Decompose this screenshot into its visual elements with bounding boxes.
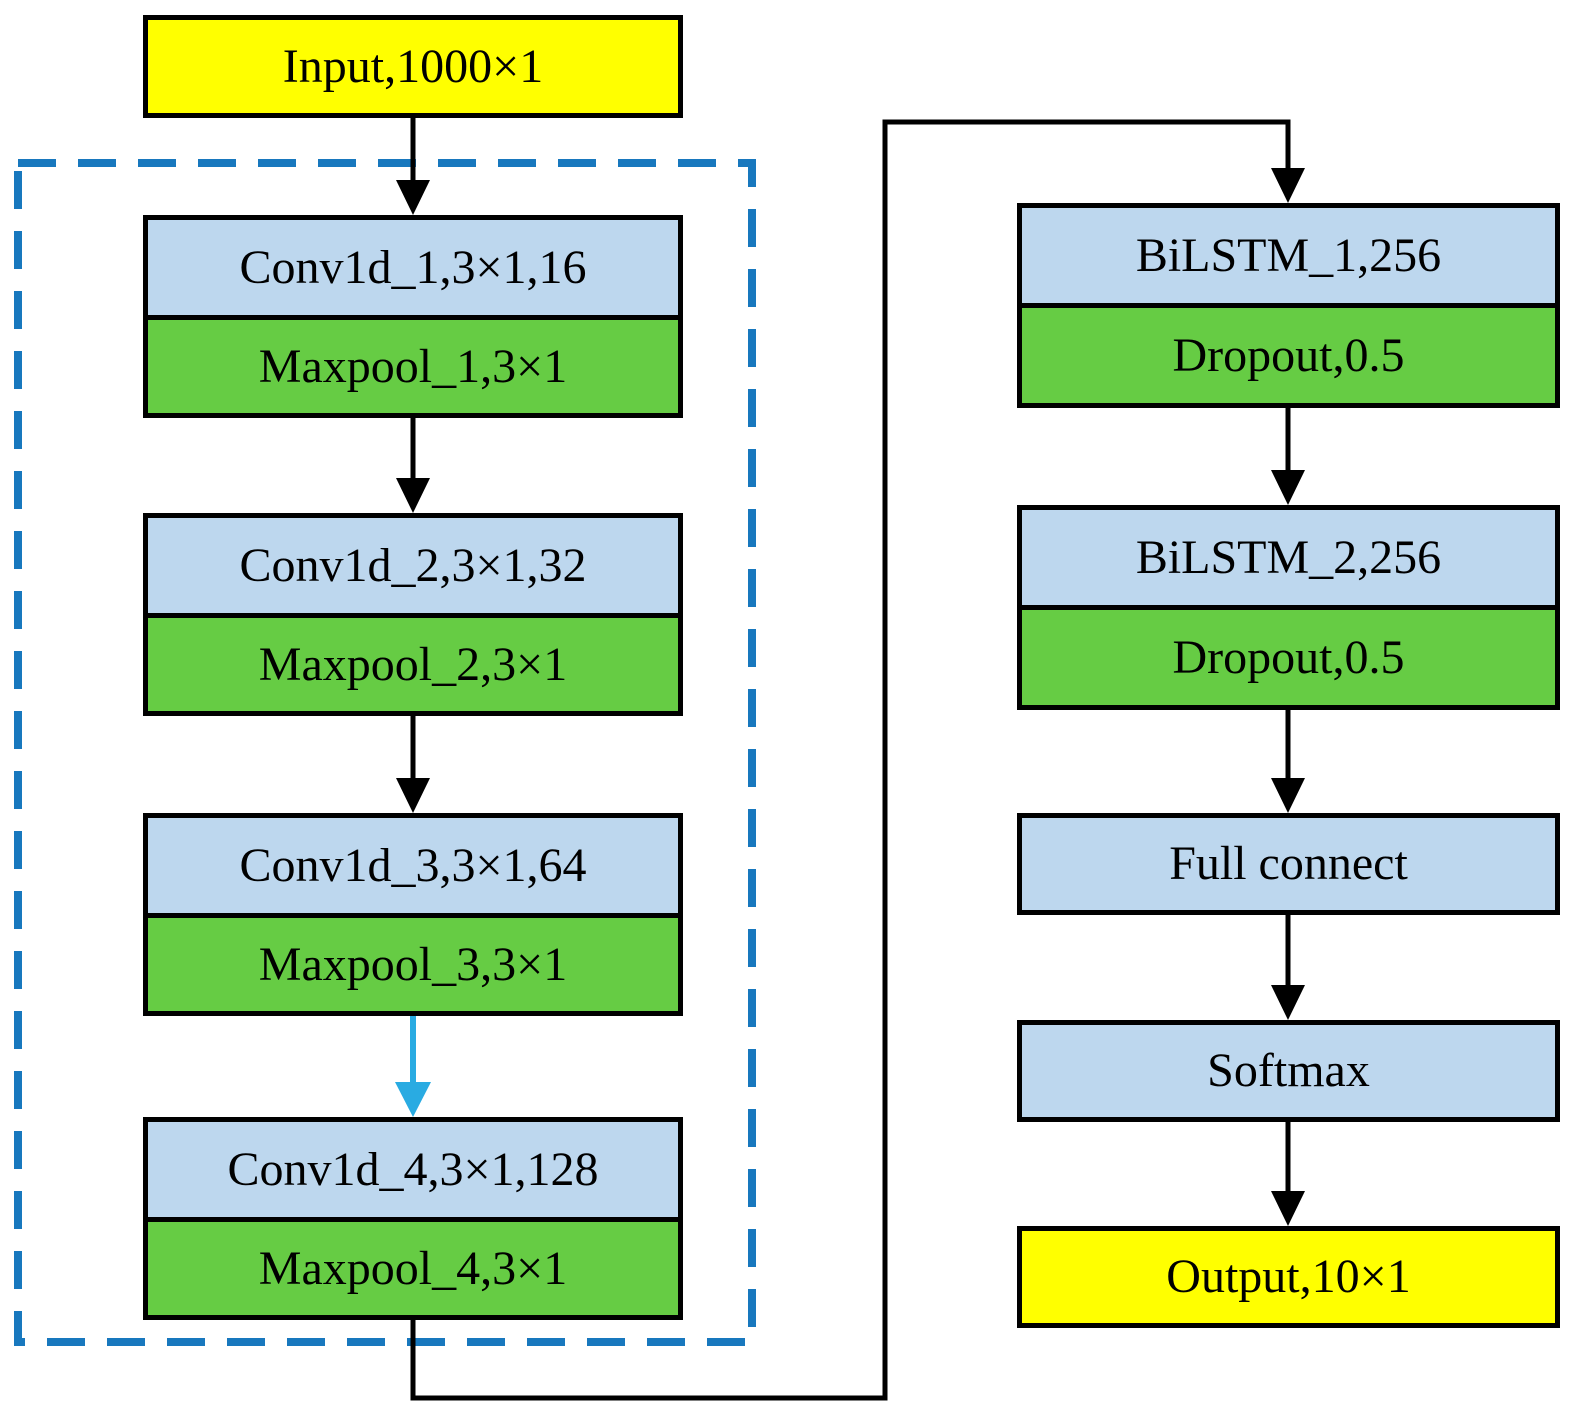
arrow-dropout2-to-fullconnect [1271,708,1305,813]
bilstm2-box: BiLSTM_2,256 [1022,510,1555,605]
maxpool2-label: Maxpool_2,3×1 [258,637,568,691]
conv4-label: Conv1d_4,3×1,128 [227,1142,599,1196]
output-label: Output,10×1 [1166,1250,1411,1303]
bilstm-stack-1: BiLSTM_1,256 Dropout,0.5 [1017,203,1560,408]
conv2-label: Conv1d_2,3×1,32 [239,538,587,592]
dropout1-box: Dropout,0.5 [1022,303,1555,403]
arrow-pool3-to-conv4-highlight [395,1014,431,1117]
cnn-stack-4: Conv1d_4,3×1,128 Maxpool_4,3×1 [143,1117,683,1320]
input-box: Input,1000×1 [143,15,683,118]
conv3-label: Conv1d_3,3×1,64 [239,838,587,892]
full-connect-label: Full connect [1169,837,1408,890]
maxpool3-box: Maxpool_3,3×1 [148,913,678,1011]
full-connect-box: Full connect [1017,813,1560,915]
dropout2-box: Dropout,0.5 [1022,605,1555,705]
maxpool1-box: Maxpool_1,3×1 [148,315,678,413]
conv4-box: Conv1d_4,3×1,128 [148,1122,678,1217]
bilstm-stack-2: BiLSTM_2,256 Dropout,0.5 [1017,505,1560,710]
bilstm2-label: BiLSTM_2,256 [1135,530,1442,584]
softmax-label: Softmax [1207,1044,1370,1097]
conv2-box: Conv1d_2,3×1,32 [148,518,678,613]
cnn-stack-1: Conv1d_1,3×1,16 Maxpool_1,3×1 [143,215,683,418]
maxpool1-label: Maxpool_1,3×1 [258,339,568,393]
arrow-fullconnect-to-softmax [1271,913,1305,1020]
connector-cnn-to-bilstm [410,119,1305,1401]
maxpool4-box: Maxpool_4,3×1 [148,1217,678,1315]
arrow-pool1-to-conv2 [396,415,430,513]
arrow-softmax-to-output [1271,1120,1305,1226]
cnn-block-dashed-frame [14,159,756,1346]
bilstm1-label: BiLSTM_1,256 [1135,228,1442,282]
maxpool2-box: Maxpool_2,3×1 [148,613,678,711]
conv1-label: Conv1d_1,3×1,16 [239,240,587,294]
softmax-box: Softmax [1017,1020,1560,1122]
cnn-stack-2: Conv1d_2,3×1,32 Maxpool_2,3×1 [143,513,683,716]
arrow-input-to-conv1 [396,111,430,215]
cnn-stack-3: Conv1d_3,3×1,64 Maxpool_3,3×1 [143,813,683,1016]
dropout2-label: Dropout,0.5 [1172,630,1405,684]
conv3-box: Conv1d_3,3×1,64 [148,818,678,913]
maxpool3-label: Maxpool_3,3×1 [258,937,568,991]
bilstm1-box: BiLSTM_1,256 [1022,208,1555,303]
output-box: Output,10×1 [1017,1226,1560,1328]
dropout1-label: Dropout,0.5 [1172,328,1405,382]
arrow-pool2-to-conv3 [396,715,430,813]
conv1-box: Conv1d_1,3×1,16 [148,220,678,315]
arrow-dropout1-to-bilstm2 [1271,406,1305,505]
input-label: Input,1000×1 [282,39,544,93]
maxpool4-label: Maxpool_4,3×1 [258,1241,568,1295]
